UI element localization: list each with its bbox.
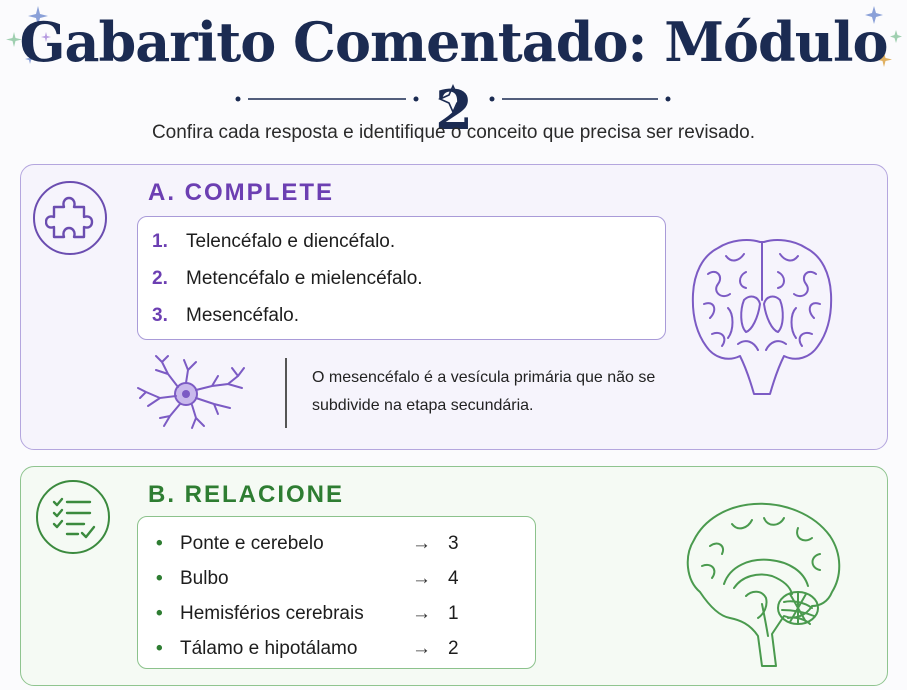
title-divider xyxy=(230,84,676,114)
list-item: 1. Telencéfalo e diencéfalo. xyxy=(152,231,395,253)
bullet: • xyxy=(156,603,163,624)
item-answer: 2 xyxy=(448,638,459,659)
page-title: Gabarito Comentado: Módulo 2 xyxy=(19,10,888,142)
arrow-icon: → xyxy=(412,568,431,589)
section-b-answers: • Ponte e cerebelo → 3 • Bulbo → 4 • Hemisf… xyxy=(137,516,536,669)
sparkle-icon xyxy=(852,2,907,77)
puzzle-icon xyxy=(33,181,107,255)
item-text: Mesencéfalo. xyxy=(186,305,300,326)
item-text: Metencéfalo e mielencéfalo. xyxy=(186,268,423,289)
list-item: 2. Metencéfalo e mielencéfalo. xyxy=(152,268,423,290)
note-divider xyxy=(285,358,287,428)
list-item: • Bulbo → 4 xyxy=(156,568,526,590)
checklist-icon xyxy=(36,480,110,554)
item-term: Hemisférios cerebrais xyxy=(180,603,364,624)
bullet: • xyxy=(156,533,163,554)
item-answer: 3 xyxy=(448,533,459,554)
item-number: 3. xyxy=(152,305,168,326)
sparkle-icon xyxy=(2,2,62,77)
brain-sagittal-illustration xyxy=(680,496,846,679)
list-item: • Tálamo e hipotálamo → 2 xyxy=(156,638,526,660)
item-number: 1. xyxy=(152,231,168,252)
neuron-illustration xyxy=(134,352,252,437)
item-term: Ponte e cerebelo xyxy=(180,533,324,554)
section-a-heading: A. COMPLETE xyxy=(148,179,335,206)
item-number: 2. xyxy=(152,268,168,289)
item-answer: 4 xyxy=(448,568,459,589)
item-term: Bulbo xyxy=(180,568,229,589)
page-subtitle: Confira cada resposta e identifique o co… xyxy=(151,122,756,143)
arrow-icon: → xyxy=(412,603,431,624)
item-text: Telencéfalo e diencéfalo. xyxy=(186,231,396,252)
item-term: Tálamo e hipotálamo xyxy=(180,638,358,659)
section-a-note: O mesencéfalo é a vesícula primária que … xyxy=(312,369,656,414)
list-item: • Ponte e cerebelo → 3 xyxy=(156,533,526,555)
arrow-icon: → xyxy=(412,533,431,554)
list-item: 3. Mesencéfalo. xyxy=(152,305,299,327)
item-answer: 1 xyxy=(448,603,459,624)
section-a-answers: 1. Telencéfalo e diencéfalo. 2. Metencéfal… xyxy=(137,216,666,340)
bullet: • xyxy=(156,568,163,589)
section-b-heading: B. RELACIONE xyxy=(148,481,345,508)
list-item: • Hemisférios cerebrais → 1 xyxy=(156,603,526,625)
brain-coronal-illustration xyxy=(688,234,836,407)
arrow-icon: → xyxy=(412,638,431,659)
bullet: • xyxy=(156,638,163,659)
